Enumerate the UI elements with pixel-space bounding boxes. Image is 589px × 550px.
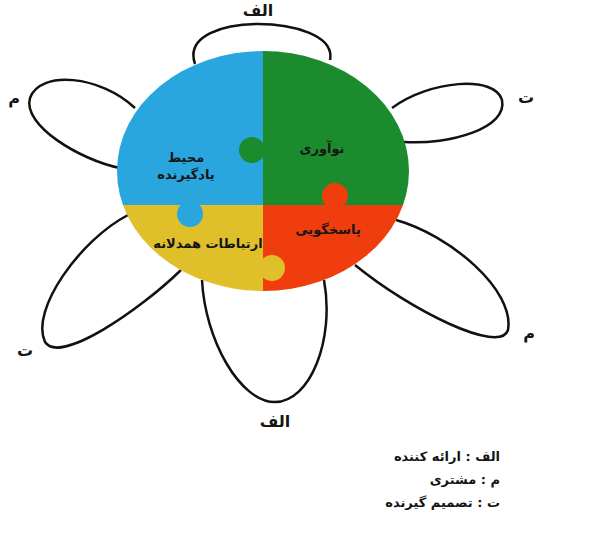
orbit-letter: م — [523, 325, 535, 343]
puzzle-piece — [0, 205, 263, 325]
orbit-letter: الف — [243, 2, 274, 20]
orbit-letter: الف — [260, 413, 291, 431]
piece-title: پاسخگویی — [295, 221, 361, 238]
orbit-letter: م — [8, 90, 20, 108]
puzzle-piece-label: نوآوری — [297, 137, 348, 160]
puzzle-piece — [263, 0, 463, 205]
legend-entry: ت : تصمیم گیرنده — [385, 494, 500, 512]
puzzle-knob — [177, 201, 203, 227]
piece-title: نوآوری — [300, 140, 345, 157]
piece-title: محیط یادگیرنده — [141, 149, 231, 183]
puzzle-knob — [322, 183, 348, 209]
puzzle-piece-label: ارتباطات همدلانه — [150, 232, 265, 255]
puzzle-piece — [263, 205, 463, 325]
puzzle-piece — [0, 0, 263, 205]
piece-title: ارتباطات همدلانه — [153, 235, 262, 252]
puzzle-piece-label: محیط یادگیرنده — [138, 146, 234, 186]
legend-entry: م : مشتری — [430, 471, 500, 489]
puzzle-piece-label: پاسخگویی — [292, 218, 364, 241]
puzzle-knob — [259, 255, 285, 281]
orbit-lobe — [392, 84, 502, 143]
legend-entry: الف : ارائه کننده — [394, 448, 500, 466]
puzzle-knob — [239, 137, 265, 163]
orbit-lobe — [202, 280, 327, 402]
orbit-letter: ت — [518, 89, 534, 107]
orbit-letter: ت — [17, 342, 33, 360]
puzzle-circle — [0, 0, 463, 325]
